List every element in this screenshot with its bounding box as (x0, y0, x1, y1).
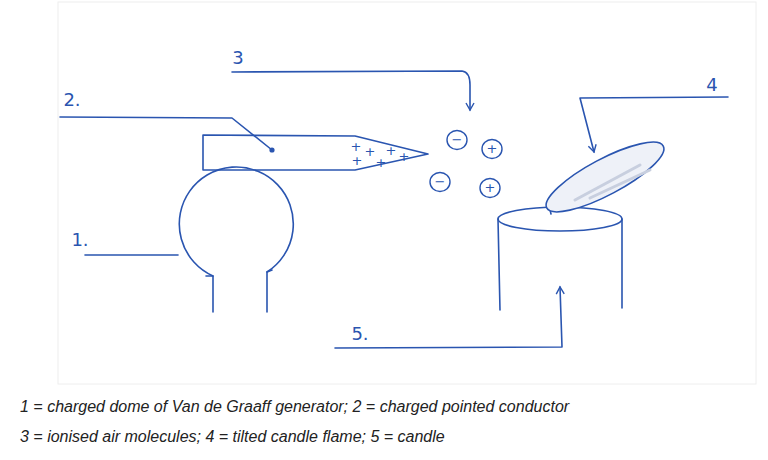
ion-charge: − (429, 171, 451, 193)
caption-line: 1 = charged dome of Van de Graaff genera… (20, 399, 569, 415)
ion-circle: + (479, 177, 501, 199)
ion-circle: − (429, 171, 451, 193)
charge-sign: + (399, 150, 410, 163)
ion-circle: + (481, 138, 503, 160)
callout-number: 3 (232, 49, 243, 67)
leader-arrow (232, 71, 470, 110)
pointed-conductor (203, 135, 428, 170)
callout-number: 1. (71, 231, 88, 249)
generator-stem (206, 270, 272, 312)
leader-line (60, 117, 272, 150)
ion-charge: + (479, 177, 501, 199)
flame-shading (575, 165, 650, 200)
photo-border (58, 2, 756, 384)
charge-sign: + (386, 144, 397, 157)
leader-dot (270, 148, 274, 152)
ion-circle: − (446, 129, 468, 151)
caption-line: 3 = ionised air molecules; 4 = tilted ca… (20, 429, 445, 445)
callout-number: 5. (351, 325, 368, 343)
leader-line (85, 254, 178, 256)
charge-sign: + (365, 145, 376, 158)
charge-sign: + (376, 156, 387, 169)
generator-dome (179, 167, 293, 276)
ion-charge: − (446, 129, 468, 151)
charge-sign: + (352, 154, 363, 167)
leader-arrow (335, 287, 562, 348)
callout-number: 2. (63, 91, 80, 109)
callout-number: 4 (706, 76, 717, 94)
candle-flame (538, 130, 671, 224)
ion-charge: + (481, 138, 503, 160)
leader-arrow (580, 97, 728, 152)
charge-sign: + (351, 140, 362, 153)
